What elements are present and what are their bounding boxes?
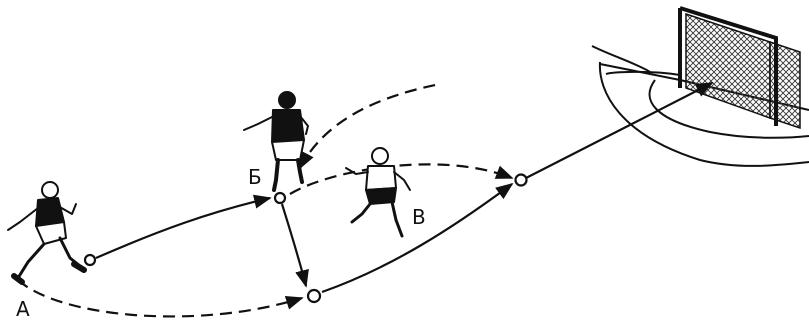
player-c-figure — [346, 148, 410, 236]
run-b-dashed — [290, 164, 512, 194]
player-a-boot-back — [14, 276, 22, 282]
label-player-b: Б — [248, 165, 262, 189]
player-a-leg-front — [60, 238, 80, 266]
player-a-head — [42, 182, 58, 198]
run-a-dashed — [18, 280, 302, 316]
player-a-figure — [8, 182, 84, 282]
label-player-a: А — [16, 297, 30, 321]
player-b-shorts — [272, 140, 304, 160]
ball-low — [308, 290, 320, 302]
pass-a-to-b — [96, 198, 270, 258]
goal-back-net — [686, 14, 770, 118]
shot-to-goal — [526, 83, 712, 178]
player-c-head — [372, 148, 388, 164]
player-b-head — [279, 92, 295, 108]
ball-b — [275, 193, 285, 203]
player-c-leg-right — [392, 202, 402, 236]
player-a-boot-front — [74, 264, 84, 270]
player-b-leg-left — [274, 160, 278, 190]
label-player-c: В — [412, 205, 426, 229]
player-a-arm-left — [8, 208, 38, 230]
player-b-shirt — [272, 110, 304, 142]
run-c-dashed — [300, 84, 440, 168]
ball-paths — [18, 83, 712, 316]
player-b-arm-left — [244, 116, 274, 130]
ball-start — [85, 255, 95, 265]
ball-mid — [516, 175, 527, 186]
player-c-shirt — [366, 166, 396, 190]
pass-b-down — [282, 204, 306, 286]
pass-low-to-mid — [322, 184, 512, 292]
player-a-leg-back — [18, 244, 44, 278]
goal-icon — [680, 8, 800, 128]
player-c-leg-left — [352, 204, 370, 222]
